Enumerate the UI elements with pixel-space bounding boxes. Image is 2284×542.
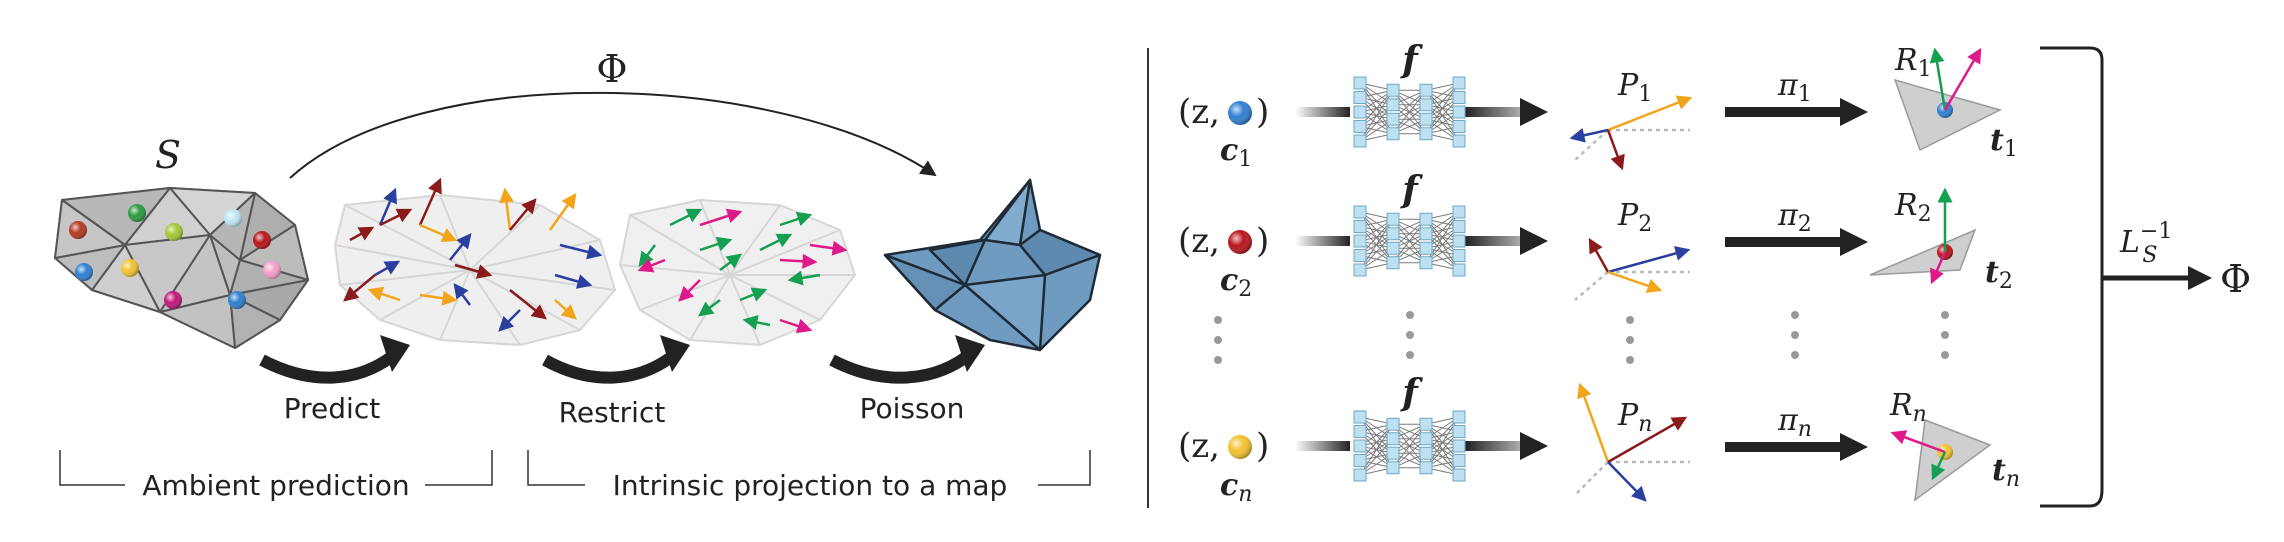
row-n-fade-out — [1465, 441, 1540, 451]
row-n-fade-in — [1295, 441, 1350, 451]
output-phi-label: Φ — [2220, 257, 2251, 301]
step-restrict-label: Restrict — [559, 396, 666, 429]
pi-label-n: πn — [1777, 403, 1812, 442]
row-n: (z, ) cn f Pn πn Rn tn — [1178, 372, 2020, 507]
t-label-1: t1 — [1990, 123, 2018, 162]
P-label-2: P2 — [1617, 198, 1652, 237]
P-frame-n — [1574, 382, 1690, 502]
row-1-fade-in — [1295, 107, 1350, 117]
mesh-spheres — [69, 204, 281, 309]
network-icon-3 — [1353, 410, 1466, 482]
input-tuple-2: (z, — [1178, 221, 1220, 261]
row-2: (z, ) c2 f P2 π2 R2 t2 — [1178, 169, 2013, 302]
c-label-n: cn — [1220, 468, 1252, 507]
output-arrow-head — [2188, 266, 2212, 290]
right-panel: (z, ) c1 f P1 π1 R1 t1 — [1178, 39, 2251, 508]
left-panel: Φ S — [54, 47, 1102, 502]
P-label-n: Pn — [1617, 398, 1652, 437]
network-icon-2 — [1353, 205, 1466, 277]
input-close-2: ) — [1256, 221, 1269, 261]
row-2-fade-in — [1295, 236, 1350, 246]
P-frame-1 — [1569, 95, 1693, 171]
t-label-2: t2 — [1985, 255, 2013, 294]
row-1: (z, ) c1 f P1 π1 R1 t1 — [1178, 39, 2018, 172]
restricted-mesh — [619, 199, 856, 346]
row-n-arrow-head — [1520, 432, 1548, 460]
input-mesh — [54, 187, 309, 349]
R-label-1: R1 — [1894, 43, 1932, 82]
R-label-2: R2 — [1894, 188, 1932, 227]
row-2-arrow-head — [1520, 227, 1548, 255]
pi-label-2: π2 — [1777, 198, 1812, 237]
row-1-fade-out — [1465, 107, 1540, 117]
predict-arrow — [259, 345, 404, 384]
step-poisson-label: Poisson — [860, 392, 965, 425]
restrict-arrow — [542, 345, 684, 384]
output-map — [883, 178, 1102, 352]
c-label-1: c1 — [1220, 133, 1252, 172]
phi-arc — [289, 91, 937, 179]
input-tuple-1: (z, — [1178, 92, 1220, 132]
P-label-1: P1 — [1617, 68, 1652, 107]
ambient-bracket-label: Ambient prediction — [142, 469, 409, 502]
intrinsic-bracket — [527, 450, 1091, 486]
input-tuple-n: (z, — [1178, 426, 1220, 466]
poisson-arrow — [829, 345, 979, 384]
surface-label: S — [155, 133, 181, 177]
row-1-arrow-head — [1520, 98, 1548, 126]
ambient-bracket — [59, 450, 493, 486]
net-label-1: f — [1399, 39, 1423, 81]
input-close-1: ) — [1256, 92, 1269, 132]
step-predict-label: Predict — [284, 392, 380, 425]
triangle-2 — [1869, 228, 1977, 276]
net-label-2: f — [1399, 169, 1423, 211]
R-label-n: Rn — [1889, 388, 1927, 427]
intrinsic-bracket-label: Intrinsic projection to a map — [613, 469, 1008, 502]
net-label-n: f — [1399, 372, 1423, 414]
input-close-n: ) — [1256, 426, 1269, 466]
triangle-n — [1914, 418, 1992, 502]
phi-label: Φ — [596, 47, 627, 91]
t-label-n: tn — [1992, 453, 2020, 492]
P-frame-2 — [1574, 237, 1691, 301]
restricted-vector-field — [637, 208, 848, 334]
predicted-vector-field — [343, 177, 603, 332]
pi-label-1: π1 — [1777, 68, 1812, 107]
ellipsis-dots — [1214, 311, 1949, 364]
aggregate-bracket — [2040, 46, 2104, 508]
c-label-2: c2 — [1220, 263, 1252, 302]
row-2-fade-out — [1465, 236, 1540, 246]
network-icons — [1353, 76, 1466, 482]
network-icon-1 — [1353, 76, 1466, 148]
